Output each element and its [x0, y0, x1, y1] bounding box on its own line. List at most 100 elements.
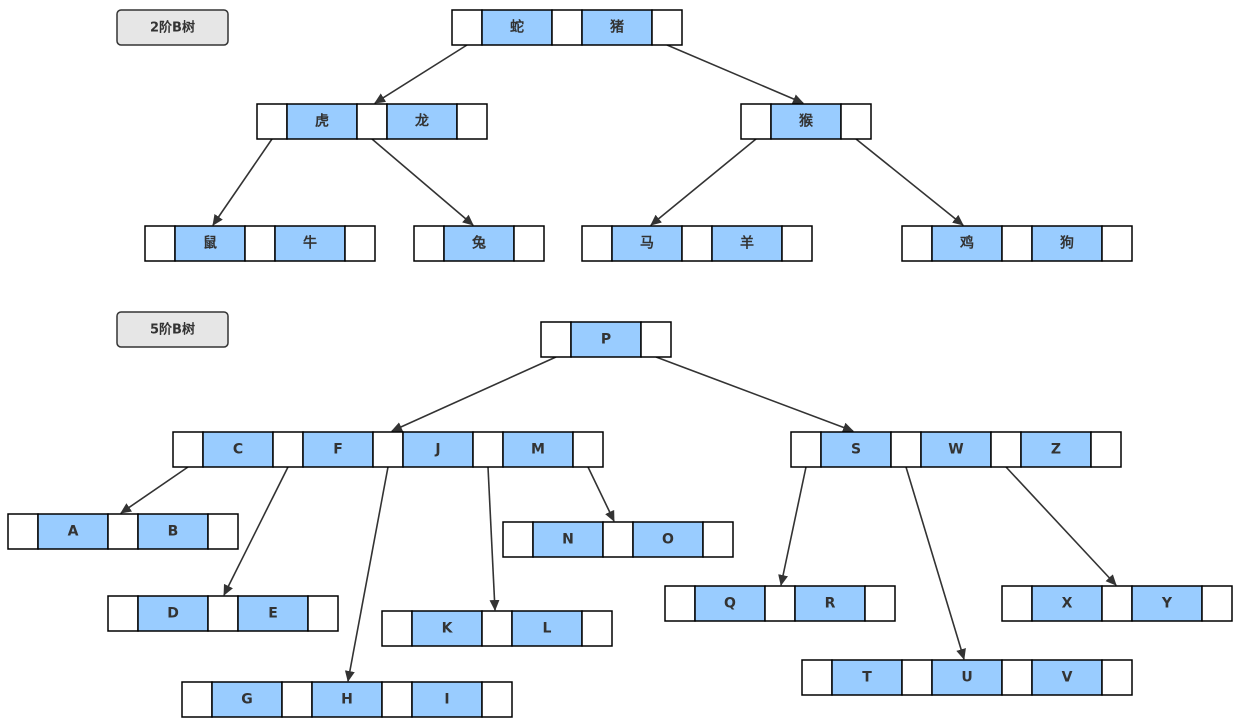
pointer-cell — [372, 431, 404, 468]
pointer-cell — [1101, 585, 1133, 622]
pointer-cell — [702, 521, 734, 558]
key-label: 马 — [640, 236, 654, 252]
pointer-cell — [540, 321, 572, 358]
pointer-cell — [1001, 585, 1033, 622]
key-label: D — [167, 606, 179, 622]
pointer-cell — [640, 321, 672, 358]
pointer-cell — [144, 225, 176, 262]
key-label: J — [434, 442, 440, 458]
pointer-cell — [381, 610, 413, 647]
pointer-cell — [1001, 225, 1033, 262]
tree-edge — [391, 356, 557, 432]
pointer-cell — [381, 681, 413, 718]
key-label: 兔 — [471, 235, 486, 252]
btree-node: P — [540, 321, 672, 358]
key-cell — [286, 103, 358, 140]
tree-edge — [655, 356, 854, 433]
key-label: I — [444, 692, 449, 708]
btree-node: 蛇猪 — [451, 9, 683, 46]
key-label: K — [442, 621, 454, 637]
pointer-cell — [256, 103, 288, 140]
pointer-cell — [864, 585, 896, 622]
pointer-cell — [244, 225, 276, 262]
pointer-cell — [572, 431, 604, 468]
btree-node: 马羊 — [581, 225, 813, 262]
key-cell — [1031, 585, 1103, 622]
pointer-cell — [1101, 659, 1133, 696]
key-cell — [302, 431, 374, 468]
pointer-cell — [307, 595, 339, 632]
key-cell — [1031, 659, 1103, 696]
key-cell — [820, 431, 892, 468]
tree-edge — [1005, 466, 1117, 586]
pointer-cell — [513, 225, 545, 262]
pointer-cell — [740, 103, 772, 140]
tree-label-order-2: 2阶B树 — [116, 9, 229, 46]
key-cell — [581, 9, 653, 46]
key-label: 猴 — [798, 113, 814, 130]
key-label: P — [601, 332, 611, 348]
tree-label-text: 5阶B树 — [150, 322, 195, 338]
tree-edge — [587, 466, 615, 522]
key-label: X — [1062, 596, 1073, 612]
key-cell — [237, 595, 309, 632]
btree-node: 鸡狗 — [901, 225, 1133, 262]
pointer-cell — [901, 659, 933, 696]
tree-edge — [371, 138, 474, 226]
pointer-cell — [664, 585, 696, 622]
pointer-cell — [651, 9, 683, 46]
key-label: 虎 — [315, 113, 329, 130]
key-label: C — [233, 442, 243, 458]
pointer-cell — [781, 225, 813, 262]
pointer-cell — [1201, 585, 1233, 622]
tree-edge — [374, 44, 468, 104]
key-cell — [502, 431, 574, 468]
pointer-cell — [344, 225, 376, 262]
key-label: M — [531, 442, 545, 458]
key-label: S — [851, 442, 861, 458]
key-label: G — [241, 692, 253, 708]
tree-edge — [778, 466, 807, 586]
pointer-cell — [840, 103, 872, 140]
key-label: 牛 — [303, 235, 317, 252]
key-label: 蛇 — [510, 19, 524, 36]
pointer-cell — [901, 225, 933, 262]
key-cell — [931, 659, 1003, 696]
tree-edge — [905, 466, 966, 660]
pointer-cell — [581, 610, 613, 647]
tree-label-text: 2阶B树 — [150, 20, 195, 36]
pointer-cell — [801, 659, 833, 696]
tree-edge — [487, 466, 500, 611]
labels-layer: 2阶B树 5阶B树 — [116, 9, 229, 348]
key-label: Q — [724, 596, 736, 612]
key-cell — [1020, 431, 1092, 468]
key-cell — [532, 521, 604, 558]
pointer-cell — [764, 585, 796, 622]
tree-label-box — [116, 311, 229, 348]
pointer-cell — [107, 513, 139, 550]
key-label: 猪 — [609, 19, 624, 36]
key-cell — [137, 595, 209, 632]
pointer-cell — [481, 681, 513, 718]
pointer-cell — [272, 431, 304, 468]
key-cell — [1131, 585, 1203, 622]
tree-edge — [650, 138, 757, 226]
pointer-cell — [602, 521, 634, 558]
tree-label-box — [116, 9, 229, 46]
tree-edge — [666, 44, 804, 104]
key-label: Z — [1051, 442, 1061, 458]
pointer-cell — [481, 610, 513, 647]
pointer-cell — [356, 103, 388, 140]
key-label: R — [825, 596, 836, 612]
pointer-cell — [551, 9, 583, 46]
key-label: 鸡 — [959, 235, 974, 252]
key-cell — [411, 610, 483, 647]
edges-layer — [120, 44, 1117, 682]
btree-node: 虎龙 — [256, 103, 488, 140]
key-cell — [931, 225, 1003, 262]
